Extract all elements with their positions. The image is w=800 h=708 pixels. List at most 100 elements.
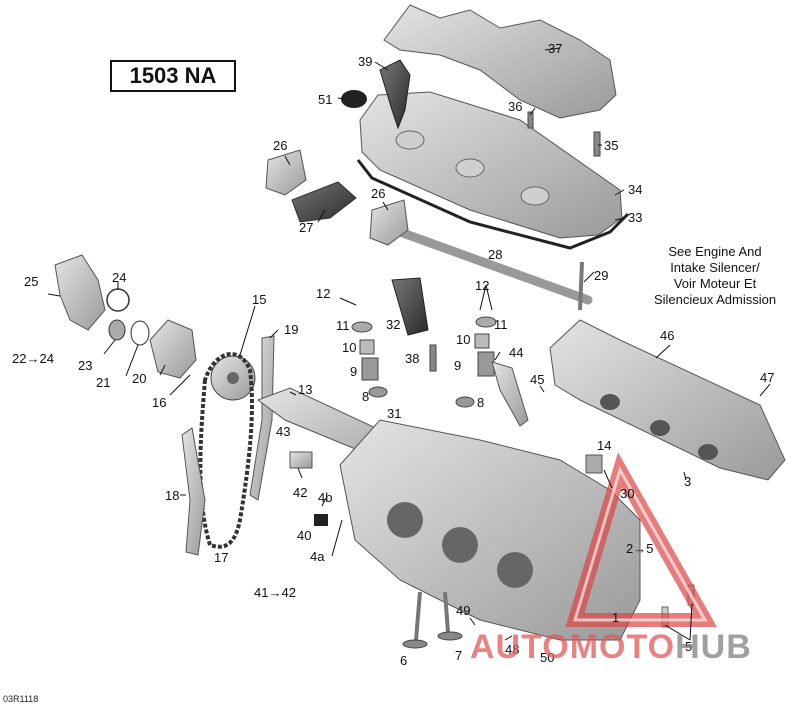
bracket-14-part	[585, 454, 603, 474]
callout-40: 40	[297, 528, 311, 543]
callout-12a: 12	[316, 286, 330, 301]
grommet-part	[341, 90, 367, 108]
watermark-logo	[565, 452, 718, 627]
callout-49: 49	[456, 603, 470, 618]
rocker-shaft-part	[395, 227, 593, 305]
watermark-text: AUTOMOTOHUB	[470, 628, 752, 667]
callout-4a: 4a	[310, 549, 325, 564]
callout-19: 19	[284, 322, 298, 337]
callout-9b: 9	[454, 358, 461, 373]
callout-26a: 26	[273, 138, 287, 153]
note-line-1: See Engine And	[668, 244, 761, 259]
engine-cover-part	[383, 4, 617, 119]
water-outlet-housing-part	[54, 254, 106, 331]
spark-plug-well-2	[455, 158, 485, 178]
valve-7-head	[437, 631, 463, 641]
callout-5: 5	[685, 639, 692, 654]
callout-39: 39	[358, 54, 372, 69]
callout-labels: 37 39 51 36 35 34 33 26 26 27 28 29 25 2…	[12, 41, 774, 668]
combustion-chamber-2	[442, 527, 478, 563]
callout-36: 36	[508, 99, 522, 114]
callout-24: 24	[112, 270, 126, 285]
callout-2to5: 2→5	[626, 541, 653, 556]
callout-4b: 4b	[318, 490, 332, 505]
callout-42: 42	[293, 485, 307, 500]
bracket-44-part	[491, 361, 529, 427]
rocker-arm-27-part	[291, 181, 357, 223]
callout-28: 28	[488, 247, 502, 262]
callout-31: 31	[387, 406, 401, 421]
spark-plug-tube-part	[391, 277, 429, 336]
spark-plug-well-3	[520, 186, 550, 206]
cylinder-head-part	[339, 419, 641, 641]
callout-27: 27	[299, 220, 313, 235]
spark-plug-part	[429, 344, 437, 372]
callout-43: 43	[276, 424, 290, 439]
callout-10a: 10	[342, 340, 356, 355]
sensor-40-part	[314, 514, 328, 526]
callout-17: 17	[214, 550, 228, 565]
valve-7-stem	[443, 591, 450, 633]
callout-7: 7	[455, 648, 462, 663]
callout-3: 3	[684, 474, 691, 489]
callout-10b: 10	[456, 332, 470, 347]
callout-8b: 8	[477, 395, 484, 410]
callout-45: 45	[530, 372, 544, 387]
manifold-port-3	[698, 444, 718, 460]
chain-guide-18-part	[181, 427, 206, 556]
sprocket-hub	[227, 372, 239, 384]
callout-32: 32	[386, 317, 400, 332]
manifold-port-2	[650, 420, 670, 436]
bolt-35-part	[593, 131, 601, 157]
callout-11a: 11	[336, 318, 350, 333]
callout-34: 34	[628, 182, 642, 197]
combustion-chamber-3	[497, 552, 533, 588]
callout-38: 38	[405, 351, 419, 366]
callout-30: 30	[620, 486, 634, 501]
valve-6-head	[402, 639, 428, 649]
callout-33: 33	[628, 210, 642, 225]
callout-11b: 11	[494, 317, 508, 332]
callout-8a: 8	[362, 389, 369, 404]
callout-15: 15	[252, 292, 266, 307]
callout-18: 18	[165, 488, 179, 503]
rocker-arm-26a-part	[265, 149, 307, 196]
callout-35: 35	[604, 138, 618, 153]
callout-50: 50	[540, 650, 554, 665]
callout-51: 51	[318, 92, 332, 107]
model-label: 1503 NA	[129, 63, 217, 88]
callout-48: 48	[505, 642, 519, 657]
seal-23-part	[108, 319, 126, 341]
callout-47: 47	[760, 370, 774, 385]
watermark-part-3: HUB	[675, 628, 752, 666]
valve-train-left-group	[351, 321, 388, 398]
cross-reference-note: See Engine And Intake Silencer/ Voir Mot…	[654, 244, 776, 307]
callout-14: 14	[597, 438, 611, 453]
watermark-part-2: MOTO	[569, 628, 676, 666]
model-label-box: 1503 NA	[110, 60, 236, 92]
leader-lines	[47, 47, 771, 641]
note-line-3: Voir Moteur Et	[674, 276, 757, 291]
cam-cover-20-part	[149, 319, 197, 379]
watermark-part-1: AUTO	[470, 628, 570, 666]
callout-12b: 12	[475, 278, 489, 293]
callout-16: 16	[152, 395, 166, 410]
sensor-42-part	[289, 451, 313, 469]
bolt-36-part	[527, 111, 534, 129]
callout-46: 46	[660, 328, 674, 343]
callout-44: 44	[509, 345, 523, 360]
reference-code: 03R1118	[3, 694, 39, 704]
valve-6-stem	[414, 591, 422, 641]
valve-train-right-group	[455, 316, 497, 408]
note-line-4: Silencieux Admission	[654, 292, 776, 307]
callout-41to42: 41→42	[254, 585, 296, 600]
callout-22to24: 22→24	[12, 351, 54, 366]
valve-cover-part	[359, 91, 623, 239]
callout-13: 13	[298, 382, 312, 397]
callout-23: 23	[78, 358, 92, 373]
manifold-port-1	[600, 394, 620, 410]
rocker-arm-26b-part	[369, 199, 409, 246]
ignition-coil-part	[379, 59, 411, 130]
callout-26b: 26	[371, 186, 385, 201]
callout-21: 21	[96, 375, 110, 390]
